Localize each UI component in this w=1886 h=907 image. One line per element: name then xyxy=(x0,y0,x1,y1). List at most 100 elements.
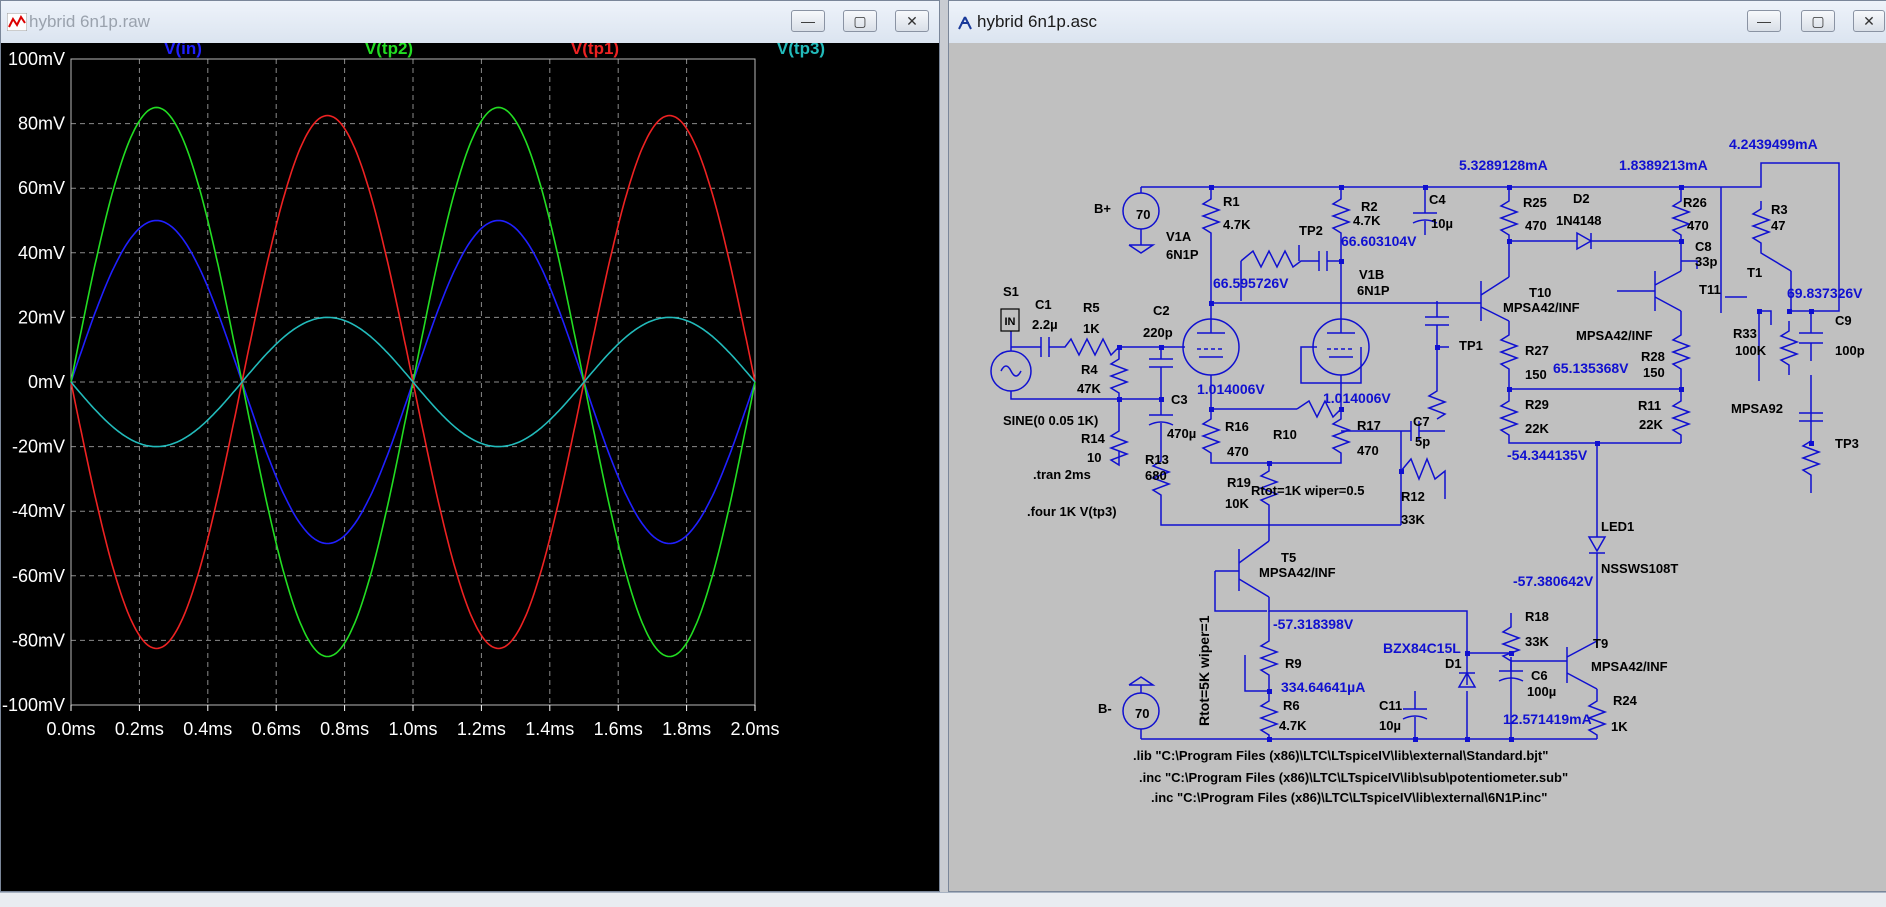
schematic-label-I4[interactable]: 334.64641µA xyxy=(1281,679,1365,695)
schematic-label-R13[interactable]: R13 xyxy=(1145,452,1169,467)
schematic-label-R5v[interactable]: 1K xyxy=(1083,321,1100,336)
schematic-label-R2[interactable]: R2 xyxy=(1361,199,1378,214)
schematic-label-C9v[interactable]: 100p xyxy=(1835,343,1865,358)
schematic-label-R3v[interactable]: 47 xyxy=(1771,218,1785,233)
schematic-label-tran[interactable]: .tran 2ms xyxy=(1033,467,1091,482)
schematic-label-T1[interactable]: T1 xyxy=(1747,265,1762,280)
schematic-label-V1Bv[interactable]: 6N1P xyxy=(1357,283,1390,298)
schematic-label-TP3[interactable]: TP3 xyxy=(1835,436,1859,451)
schematic-label-R1v[interactable]: 4.7K xyxy=(1223,217,1251,232)
schematic-label-R19[interactable]: R19 xyxy=(1227,475,1251,490)
schematic-label-SINE[interactable]: SINE(0 0.05 1K) xyxy=(1003,413,1098,428)
schematic-label-D2[interactable]: D2 xyxy=(1573,191,1590,206)
schematic-label-R28v[interactable]: 150 xyxy=(1643,365,1665,380)
schematic-label-I3[interactable]: 4.2439499mA xyxy=(1729,136,1818,152)
schematic-label-R26v[interactable]: 470 xyxy=(1687,218,1709,233)
schematic-label-S1[interactable]: S1 xyxy=(1003,284,1019,299)
schematic-label-C1v[interactable]: 2.2µ xyxy=(1032,317,1058,332)
schematic-label-R29v[interactable]: 22K xyxy=(1525,421,1549,436)
schematic-label-lib[interactable]: .lib "C:\Program Files (x86)\LTC\LTspice… xyxy=(1133,748,1548,763)
schematic-titlebar[interactable]: hybrid 6n1p.asc — ▢ ✕ xyxy=(949,1,1886,44)
schematic-label-V4[interactable]: 66.595726V xyxy=(1213,275,1289,291)
schematic-label-V8[interactable]: -54.344135V xyxy=(1507,447,1588,463)
schematic-label-I2[interactable]: 1.8389213mA xyxy=(1619,157,1708,173)
schematic-label-R24v[interactable]: 1K xyxy=(1611,719,1628,734)
schematic-label-V9[interactable]: -57.380642V xyxy=(1513,573,1594,589)
schematic-label-C7[interactable]: C7 xyxy=(1413,414,1430,429)
schematic-label-BZX[interactable]: BZX84C15L xyxy=(1383,640,1461,656)
schematic-label-C4v[interactable]: 10µ xyxy=(1431,216,1453,231)
schematic-label-I1[interactable]: 5.3289128mA xyxy=(1459,157,1548,173)
schematic-label-R4[interactable]: R4 xyxy=(1081,362,1098,377)
close-button[interactable]: ✕ xyxy=(1853,10,1885,32)
schematic-label-Bp_v[interactable]: 70 xyxy=(1136,207,1150,222)
schematic-label-V1B[interactable]: V1B xyxy=(1359,267,1384,282)
schematic-label-D1[interactable]: D1 xyxy=(1445,656,1462,671)
schematic-label-R14v[interactable]: 10 xyxy=(1087,450,1101,465)
minimize-button[interactable]: — xyxy=(791,10,825,32)
schematic-label-T10[interactable]: T10 xyxy=(1529,285,1551,300)
schematic-window[interactable]: hybrid 6n1p.asc — ▢ ✕ xyxy=(948,0,1886,892)
schematic-label-R13v[interactable]: 680 xyxy=(1145,468,1167,483)
schematic-label-R33v[interactable]: 100K xyxy=(1735,343,1767,358)
schematic-label-R26[interactable]: R26 xyxy=(1683,195,1707,210)
schematic-label-D2v[interactable]: 1N4148 xyxy=(1556,213,1602,228)
schematic-label-T5v[interactable]: MPSA42/INF xyxy=(1259,565,1336,580)
schematic-label-R12v[interactable]: 33K xyxy=(1401,512,1425,527)
minimize-button[interactable]: — xyxy=(1747,10,1781,32)
schematic-label-R6v[interactable]: 4.7K xyxy=(1279,718,1307,733)
schematic-label-R27v[interactable]: 150 xyxy=(1525,367,1547,382)
schematic-label-R17v[interactable]: 470 xyxy=(1357,443,1379,458)
schematic-label-C4[interactable]: C4 xyxy=(1429,192,1446,207)
schematic-label-R12[interactable]: R12 xyxy=(1401,489,1425,504)
schematic-label-V3[interactable]: 69.837326V xyxy=(1787,285,1863,301)
schematic-label-MPSA42b[interactable]: MPSA42/INF xyxy=(1576,328,1653,343)
schematic-label-C2v[interactable]: 220p xyxy=(1143,325,1173,340)
schematic-label-T9v[interactable]: MPSA42/INF xyxy=(1591,659,1668,674)
schematic-label-R27[interactable]: R27 xyxy=(1525,343,1549,358)
schematic-label-C6[interactable]: C6 xyxy=(1531,668,1548,683)
schematic-label-V1A[interactable]: V1A xyxy=(1166,229,1192,244)
waveform-titlebar[interactable]: hybrid 6n1p.raw — ▢ ✕ xyxy=(1,1,939,44)
schematic-label-R28[interactable]: R28 xyxy=(1641,349,1665,364)
maximize-button[interactable]: ▢ xyxy=(843,10,877,32)
schematic-label-Bp[interactable]: B+ xyxy=(1094,201,1111,216)
schematic-label-Bm_v[interactable]: 70 xyxy=(1135,706,1149,721)
schematic-label-R18v[interactable]: 33K xyxy=(1525,634,1549,649)
schematic-label-R17[interactable]: R17 xyxy=(1357,418,1381,433)
schematic-label-R16[interactable]: R16 xyxy=(1225,419,1249,434)
schematic-label-C2[interactable]: C2 xyxy=(1153,303,1170,318)
schematic-label-I5[interactable]: 12.571419mA xyxy=(1503,711,1592,727)
schematic-label-R6[interactable]: R6 xyxy=(1283,698,1300,713)
schematic-label-R11v[interactable]: 22K xyxy=(1639,417,1663,432)
schematic-label-T11[interactable]: T11 xyxy=(1699,282,1721,297)
schematic-label-R9[interactable]: R9 xyxy=(1285,656,1302,671)
schematic-label-T9[interactable]: T9 xyxy=(1593,636,1608,651)
schematic-label-R2v[interactable]: 4.7K xyxy=(1353,213,1381,228)
schematic-label-LED1v[interactable]: NSSWS108T xyxy=(1601,561,1678,576)
schematic-label-Bm[interactable]: B- xyxy=(1098,701,1112,716)
schematic-label-TP2[interactable]: TP2 xyxy=(1299,223,1323,238)
schematic-label-V2[interactable]: 66.603104V xyxy=(1341,233,1417,249)
schematic-label-C6v[interactable]: 100µ xyxy=(1527,684,1556,699)
schematic-label-Rtot1[interactable]: Rtot=1K wiper=0.5 xyxy=(1251,483,1364,498)
schematic-label-Rtot5[interactable]: Rtot=5K wiper=1 xyxy=(1196,615,1212,726)
schematic-label-R29[interactable]: R29 xyxy=(1525,397,1549,412)
schematic-label-R16v[interactable]: 470 xyxy=(1227,444,1249,459)
schematic-label-MPSA92[interactable]: MPSA92 xyxy=(1731,401,1783,416)
schematic-label-R25[interactable]: R25 xyxy=(1523,195,1547,210)
schematic-label-V1Av[interactable]: 6N1P xyxy=(1166,247,1199,262)
schematic-label-R33[interactable]: R33 xyxy=(1733,326,1757,341)
close-button[interactable]: ✕ xyxy=(895,10,929,32)
schematic-label-C8[interactable]: C8 xyxy=(1695,239,1712,254)
schematic-label-C1[interactable]: C1 xyxy=(1035,297,1052,312)
schematic-label-four[interactable]: .four 1K V(tp3) xyxy=(1027,504,1117,519)
schematic-label-R19v[interactable]: 10K xyxy=(1225,496,1249,511)
schematic-label-C11[interactable]: C11 xyxy=(1379,698,1402,713)
schematic-label-LED1[interactable]: LED1 xyxy=(1601,519,1634,534)
io-label-in[interactable]: IN xyxy=(1000,308,1020,332)
schematic-label-R11[interactable]: R11 xyxy=(1638,398,1661,413)
